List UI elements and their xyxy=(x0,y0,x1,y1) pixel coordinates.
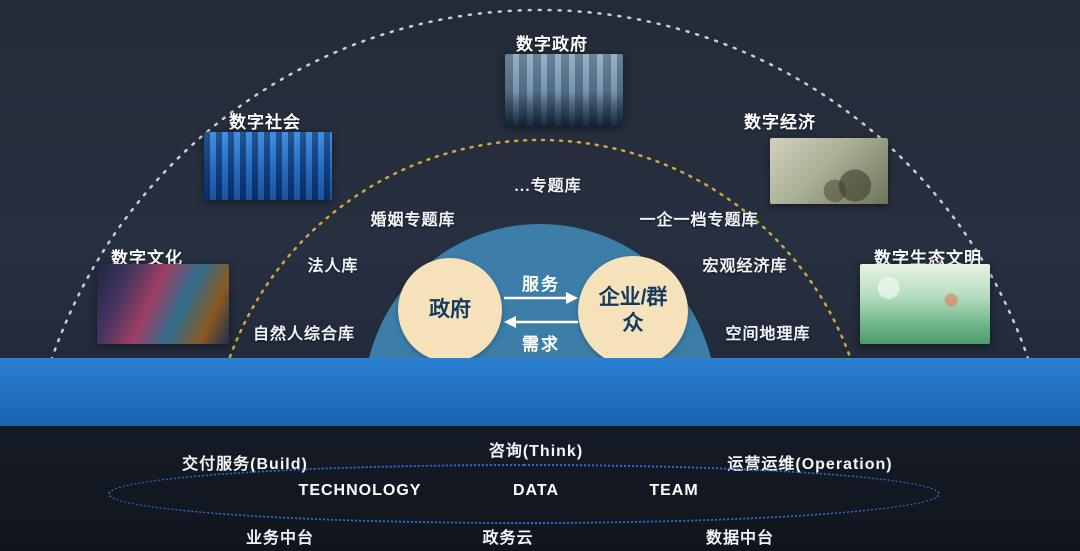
service-label: 服务 xyxy=(522,275,560,294)
digital-economy-image xyxy=(770,138,888,204)
platform-label-data-mid: 数据中台 xyxy=(705,530,774,547)
blue-band xyxy=(0,358,1080,426)
db-label-enterprise-archive: 一企一档专题库 xyxy=(639,212,759,229)
digital-culture-image xyxy=(97,264,229,344)
service-arrow-right-icon xyxy=(504,292,578,304)
db-label-geospatial: 空间地理库 xyxy=(725,326,811,343)
government-circle-label: 政府 xyxy=(429,297,471,321)
sector-label-digital-economy: 数字经济 xyxy=(744,113,816,132)
sector-label-digital-society: 数字社会 xyxy=(229,113,301,132)
db-label-topic-libraries: ...专题库 xyxy=(514,178,582,195)
pillar-label-data: DATA xyxy=(512,482,560,499)
enterprise-public-circle: 企业/群众 xyxy=(578,256,688,366)
sector-label-digital-government: 数字政府 xyxy=(516,35,588,54)
demand-label: 需求 xyxy=(522,335,560,354)
ops-label-think: 咨询(Think) xyxy=(488,443,584,460)
ops-label-build: 交付服务(Build) xyxy=(182,456,308,473)
platform-label-gov-cloud: 政务云 xyxy=(482,530,534,547)
db-label-legal-person: 法人库 xyxy=(307,258,359,275)
demand-arrow-left-icon xyxy=(504,316,578,328)
db-label-macro-economy: 宏观经济库 xyxy=(702,258,788,275)
pillars-dotted-ellipse xyxy=(108,464,940,524)
government-circle: 政府 xyxy=(398,258,502,362)
sector-label-digital-culture: 数字文化 xyxy=(111,249,183,268)
digital-society-image xyxy=(204,132,332,200)
bottom-panel: 咨询(Think) 交付服务(Build) 运营运维(Operation) TE… xyxy=(0,426,1080,551)
digital-government-image xyxy=(505,54,623,126)
digital-ecology-image xyxy=(860,264,990,344)
pillar-label-technology: TECHNOLOGY xyxy=(298,482,422,499)
sector-label-digital-ecology: 数字生态文明 xyxy=(874,249,982,268)
platform-label-business: 业务中台 xyxy=(245,530,314,547)
enterprise-public-circle-label: 企业/群众 xyxy=(598,285,668,335)
db-label-natural-person: 自然人综合库 xyxy=(252,326,355,343)
pillar-label-team: TEAM xyxy=(649,482,699,499)
db-label-marriage: 婚姻专题库 xyxy=(370,212,456,229)
